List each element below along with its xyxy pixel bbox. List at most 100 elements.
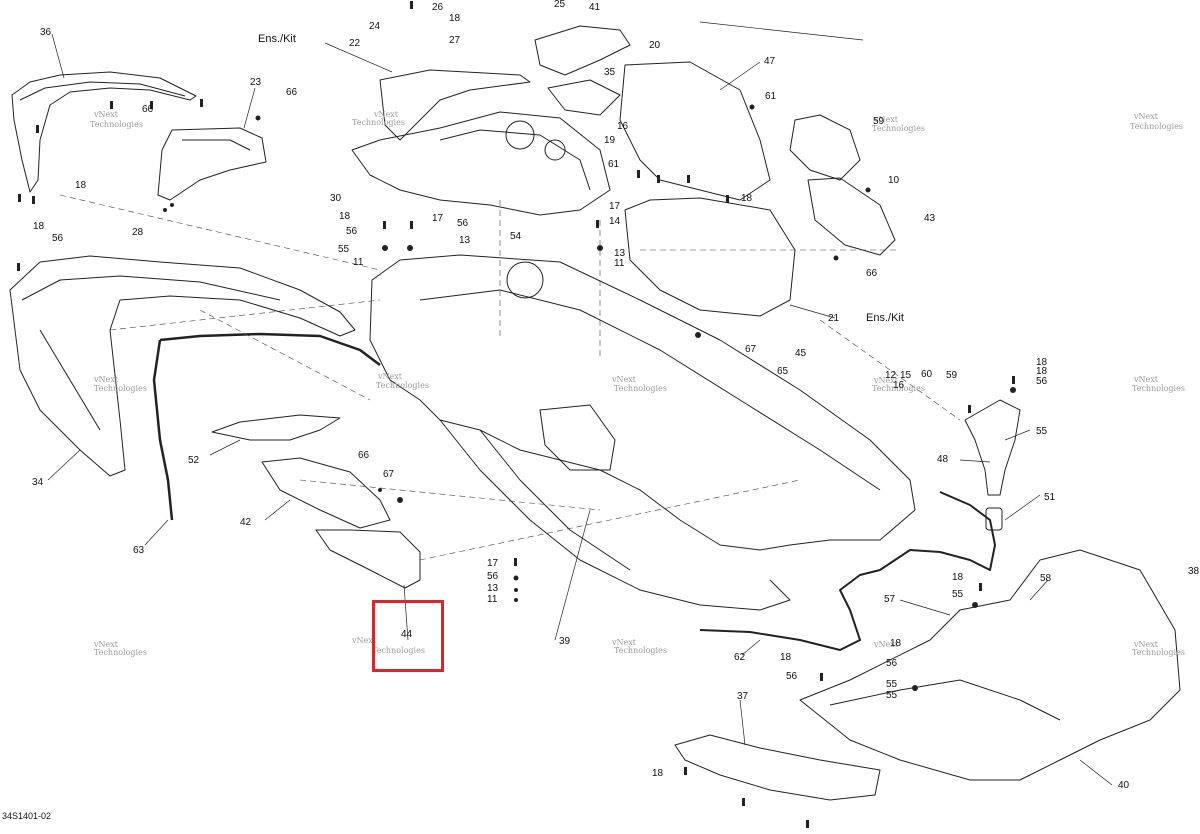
callout-11: 11 [487, 594, 498, 605]
callout-55: 55 [952, 589, 964, 600]
callout-45: 45 [795, 348, 807, 359]
callout-38: 38 [1188, 566, 1200, 577]
callout-14: 14 [609, 216, 621, 227]
part-39-hull-deck [369, 254, 916, 551]
kit-label: Ens./Kit [866, 312, 904, 324]
callout-65: 65 [777, 366, 789, 377]
callout-59: 59 [873, 116, 885, 127]
watermark: Technologies [872, 384, 925, 393]
callout-21: 21 [828, 313, 840, 324]
callout-66: 66 [286, 87, 298, 98]
watermark: vNext [612, 638, 636, 647]
callout-17: 17 [432, 213, 444, 224]
part-23-bracket [157, 127, 267, 201]
watermark: vNext [94, 110, 118, 119]
part-35-cover [547, 79, 621, 116]
callout-39: 39 [559, 636, 571, 647]
callout-66: 66 [358, 450, 370, 461]
callout-11: 11 [614, 258, 625, 269]
callout-15: 15 [900, 370, 912, 381]
part-22-fairing [379, 69, 531, 141]
watermark: Technologies [94, 384, 147, 393]
part-37-bumper [674, 734, 881, 801]
callout-56: 56 [487, 571, 499, 582]
callout-66: 66 [142, 104, 154, 115]
callout-22: 22 [349, 38, 361, 49]
part-43-panel [807, 177, 896, 256]
callout-18: 18 [449, 13, 461, 24]
callout-62: 62 [734, 652, 746, 663]
callout-30: 30 [330, 193, 342, 204]
callout-56: 56 [346, 226, 358, 237]
watermark: Technologies [872, 124, 925, 133]
callout-61: 61 [608, 159, 620, 170]
callout-17: 17 [487, 558, 499, 569]
watermark: Technologies [1132, 648, 1185, 657]
watermark: Technologies [614, 384, 667, 393]
callout-25: 25 [554, 0, 566, 10]
callout-27: 27 [449, 35, 461, 46]
highlight-box-part-44 [372, 600, 444, 672]
callout-26: 26 [432, 2, 444, 13]
callout-56: 56 [457, 218, 469, 229]
callout-34: 34 [32, 477, 44, 488]
part-62-cable [699, 491, 996, 651]
callout-23: 23 [250, 77, 262, 88]
callout-12: 12 [885, 370, 897, 381]
watermark: Technologies [94, 648, 147, 657]
watermark: vNext [874, 640, 898, 649]
watermark: Technologies [376, 381, 429, 390]
part-44-pod [315, 529, 421, 589]
callout-24: 24 [369, 21, 381, 32]
drawing-code: 34S1401-02 [2, 811, 52, 821]
callout-55: 55 [886, 679, 898, 690]
watermark: Technologies [1130, 122, 1183, 131]
callout-28: 28 [132, 227, 144, 238]
callout-47: 47 [764, 56, 776, 67]
callout-10: 10 [888, 175, 900, 186]
callout-20: 20 [649, 40, 661, 51]
watermark: Technologies [352, 118, 405, 127]
callout-66: 66 [866, 268, 878, 279]
watermark: vNext [1134, 640, 1158, 649]
part-47-glovebox [619, 61, 771, 201]
callout-58: 58 [1040, 573, 1052, 584]
part-40-nose [799, 549, 1181, 781]
callout-35: 35 [604, 67, 616, 78]
watermark: vNext [378, 372, 402, 381]
callout-55: 55 [1036, 426, 1048, 437]
watermark: vNext [94, 640, 118, 649]
watermark: Technologies [614, 646, 667, 655]
callout-44: 44 [401, 629, 413, 640]
callout-18: 18 [1036, 366, 1048, 377]
callout-19: 19 [604, 135, 616, 146]
callout-18: 18 [75, 180, 87, 191]
watermark: vNext [94, 375, 118, 384]
watermark: vNext [874, 115, 898, 124]
callout-56: 56 [886, 658, 898, 669]
part-53-vent [789, 114, 861, 181]
callout-63: 63 [133, 545, 145, 556]
callout-18: 18 [652, 768, 664, 779]
callout-37: 37 [737, 691, 749, 702]
part-41-cap [534, 25, 631, 76]
callout-43: 43 [924, 213, 936, 224]
callout-16: 16 [893, 380, 905, 391]
callout-59: 59 [946, 370, 958, 381]
callout-18: 18 [952, 572, 964, 583]
watermark: Technologies [1132, 384, 1185, 393]
callout-18: 18 [780, 652, 792, 663]
callout-55: 55 [338, 244, 350, 255]
watermark: vNext [1134, 112, 1158, 121]
part-48-bracket [964, 399, 1021, 496]
callout-18: 18 [741, 193, 753, 204]
part-42-pod [261, 457, 391, 529]
callout-48: 48 [937, 454, 949, 465]
callout-11: 11 [353, 257, 364, 268]
part-51-block [985, 507, 1003, 531]
watermark: vNext [1134, 375, 1158, 384]
callout-60: 60 [921, 369, 933, 380]
callout-13: 13 [614, 248, 626, 259]
